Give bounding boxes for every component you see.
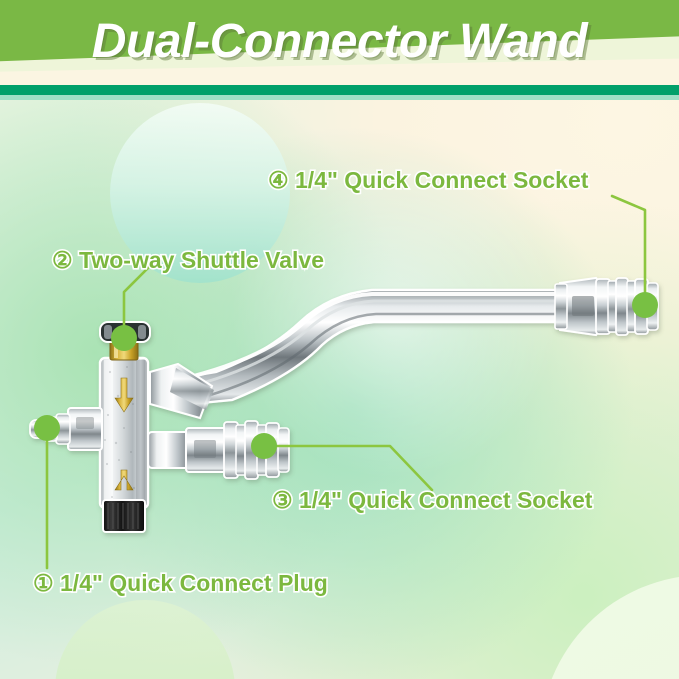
leader-line-3 <box>262 444 434 492</box>
header-mint-stripe <box>0 95 679 100</box>
callout-label-1: ① 1/4" Quick Connect Plug <box>31 568 329 597</box>
flow-arrow-down <box>114 377 134 413</box>
header-banner: Dual-Connector Wand <box>0 0 679 100</box>
valve-texture <box>104 366 136 498</box>
page-title: Dual-Connector Wand <box>91 15 588 68</box>
callout-dot-4[interactable] <box>632 292 658 318</box>
leader-line-4 <box>610 194 647 307</box>
callout-dot-1[interactable] <box>34 415 60 441</box>
flow-arrow-up <box>114 469 134 491</box>
product-assembly <box>29 276 659 533</box>
decorative-circle-top-left <box>110 103 290 283</box>
callout-dot-2[interactable] <box>111 325 137 351</box>
callout-label-3: ③ 1/4" Quick Connect Socket <box>270 485 594 514</box>
callout-label-4: ④ 1/4" Quick Connect Socket <box>266 165 590 194</box>
callout-dot-3[interactable] <box>251 433 277 459</box>
leader-line-2 <box>122 264 152 340</box>
callout-label-2: ② Two-way Shuttle Valve <box>50 245 325 274</box>
header-teal-stripe <box>0 85 679 95</box>
black-knurled-cap <box>102 499 146 533</box>
